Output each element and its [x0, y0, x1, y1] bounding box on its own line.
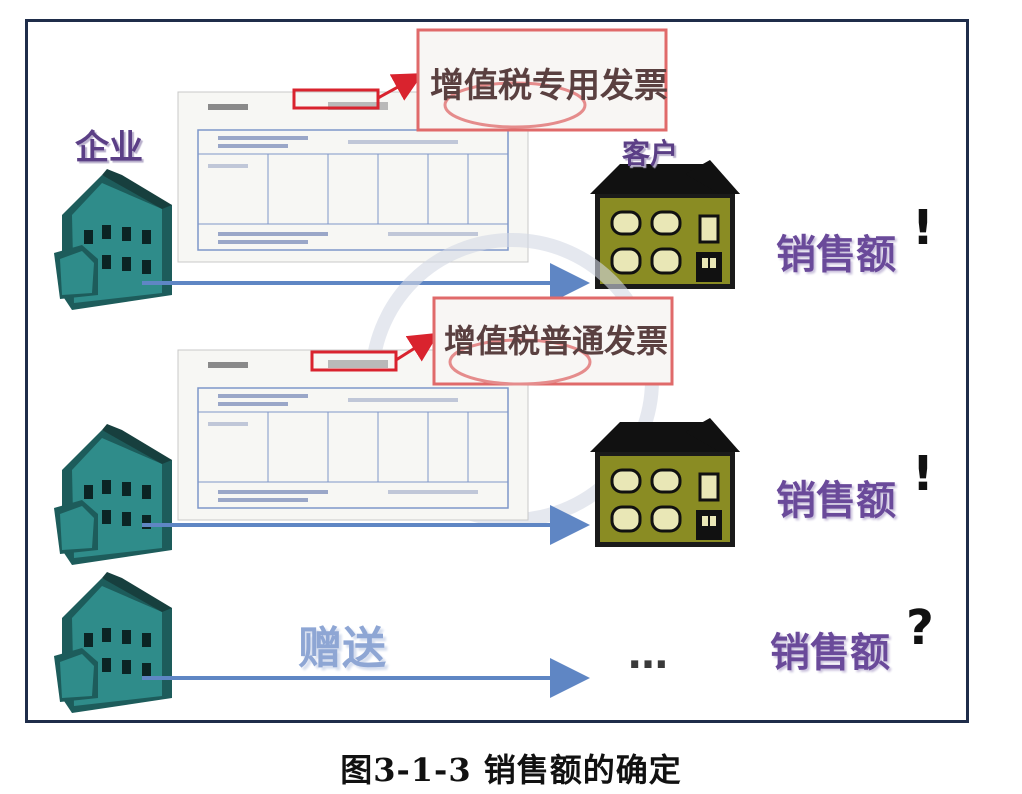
customer-house-icon-1: [588, 158, 742, 291]
question-mark: ?: [906, 600, 934, 656]
invoice-seal: [448, 338, 592, 386]
special-invoice-title: 增值税专用发票: [430, 66, 668, 106]
sales-label-2: 销售额: [776, 478, 896, 524]
company-house-icon-3: [54, 572, 172, 713]
customer-label: 客户: [622, 137, 679, 170]
ordinary-invoice-callout: [432, 296, 674, 386]
sales-label-3: 销售额: [770, 630, 890, 676]
highlight-pointer-arrow: [377, 73, 424, 101]
sales-label-1: 销售额: [776, 232, 896, 278]
invoice-title-highlight: [292, 88, 380, 110]
customer-house-icon-2: [588, 416, 742, 549]
exclamation-mark-2: !: [912, 446, 934, 502]
highlight-pointer-arrow: [395, 332, 440, 362]
company-house-icon-1: [54, 169, 172, 310]
ellipsis-dots: …: [628, 632, 684, 678]
figure-caption: 图3-1-3 销售额的确定: [340, 751, 682, 789]
ordinary-invoice-title: 增值税普通发票: [444, 322, 669, 360]
invoice-title-highlight: [310, 350, 398, 372]
special-invoice-callout: [416, 28, 668, 132]
company-house-icon-2: [54, 424, 172, 565]
exclamation-mark-1: !: [912, 200, 934, 256]
invoice-seal: [443, 81, 587, 129]
gift-label: 赠送: [298, 623, 386, 674]
company-label: 企业: [75, 128, 143, 168]
